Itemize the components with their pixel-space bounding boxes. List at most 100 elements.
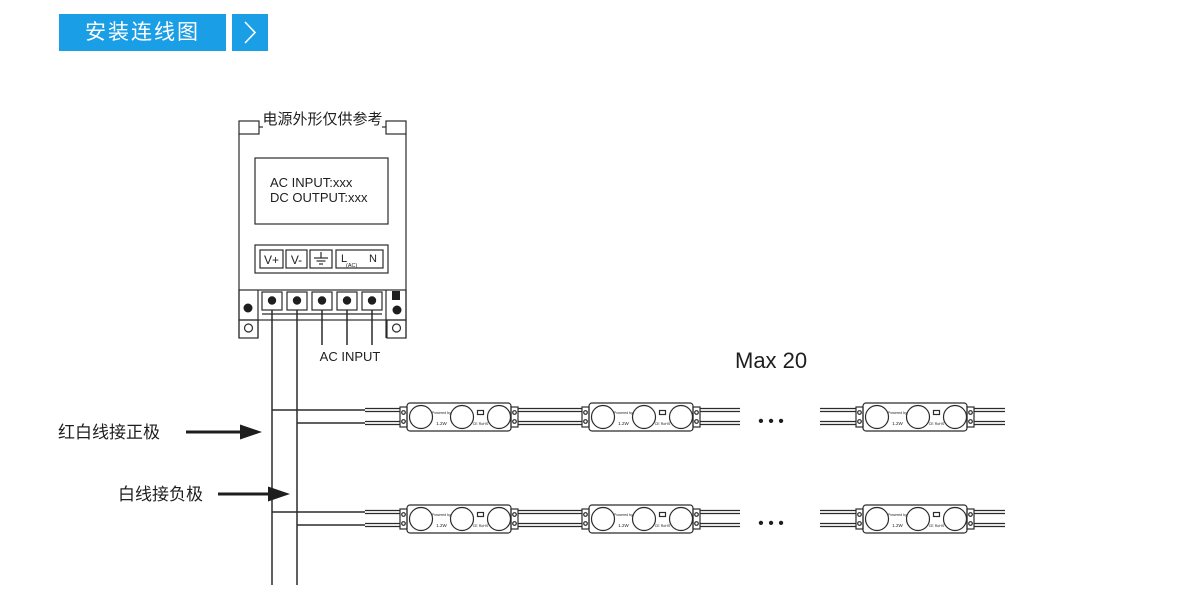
chevron-right-icon (232, 14, 268, 51)
led-module-end-cap (692, 406, 701, 428)
terminal-label-v-plus-box (259, 249, 284, 269)
led-module-body (862, 504, 968, 534)
led-module-pad (401, 521, 406, 526)
mounting-tab-left (238, 319, 259, 339)
led-module-pad (857, 521, 862, 526)
led-module-pad (512, 512, 517, 517)
max-modules-label: Max 20 (735, 348, 807, 373)
arrow-head (268, 486, 290, 502)
led-module-end-cap (399, 508, 408, 530)
more-modules-ellipsis: • • • (758, 413, 784, 430)
certification-mark-icon (658, 409, 667, 416)
led-lens (905, 404, 931, 430)
led-module-pad (401, 512, 406, 517)
led-module-cert-text: CE RoHS (655, 422, 671, 426)
led-module-pad (694, 419, 699, 424)
led-module-pad (694, 521, 699, 526)
led-module-pad (401, 419, 406, 424)
led-module-pad (583, 419, 588, 424)
led-module-pad (857, 419, 862, 424)
callout-positive-text: 红白线接正极 (58, 423, 160, 443)
terminal-screw (267, 296, 277, 305)
terminal-label-v-minus: V- (291, 253, 302, 267)
ac-input-label: AC INPUT (320, 349, 381, 364)
led-module-end-cap (581, 508, 590, 530)
led-module-pad (512, 419, 517, 424)
led-module-end-cap (855, 406, 864, 428)
led-module-pad (968, 512, 973, 517)
rating-ac-input-text: AC INPUT:xxx (270, 175, 353, 190)
power-supply: 电源外形仅供参考 AC INPUT:xxx DC OUTPUT:xxx V+ V… (238, 110, 407, 339)
section-title: 安装连线图 (59, 14, 226, 51)
certification-mark-icon (476, 409, 485, 416)
led-module-cert-text: CE RoHS (473, 422, 489, 426)
led-module-pad (857, 410, 862, 415)
led-module-cert-text: CE RoHS (929, 524, 945, 528)
ground-icon (314, 252, 328, 265)
led-lens (486, 404, 512, 430)
mount-screw (243, 303, 253, 313)
led-module-pad (583, 512, 588, 517)
terminal-label-ground-box (309, 249, 333, 269)
led-module-pad (968, 410, 973, 415)
certification-mark-icon (932, 409, 941, 416)
led-module-cert-text: CE RoHS (929, 422, 945, 426)
callout-negative-text: 白线接负极 (118, 485, 203, 505)
led-module-brand-text: Powered by (432, 411, 451, 415)
certification-mark-icon (476, 511, 485, 518)
led-lens (590, 404, 616, 430)
led-module-end-cap (692, 508, 701, 530)
ac-input-wires: AC INPUT (320, 310, 381, 364)
callout-positive: 红白线接正极 (58, 423, 262, 443)
led-lens (864, 506, 890, 532)
led-module-end-cap (510, 508, 519, 530)
terminal-label-ac: (AC) (346, 263, 357, 269)
led-module-power-text: 1.2W (436, 421, 447, 426)
led-module-power-text: 1.2W (892, 523, 903, 528)
terminal-label-ac-box (335, 249, 384, 269)
led-module-body (588, 402, 694, 432)
led-module-pad (694, 410, 699, 415)
arrow-right-icon (186, 424, 262, 440)
led-lens (942, 506, 968, 532)
led-module-brand-text: Powered by (614, 513, 633, 517)
led-lens (905, 506, 931, 532)
certification-mark-icon (658, 511, 667, 518)
led-module-power-text: 1.2W (892, 421, 903, 426)
led-module-pad (401, 410, 406, 415)
led-module-body (862, 402, 968, 432)
led-module-end-cap (855, 508, 864, 530)
power-supply-caption: 电源外形仅供参考 (262, 110, 382, 128)
led-lens (408, 404, 434, 430)
mounting-tab-right (386, 319, 407, 339)
led-lens (408, 506, 434, 532)
led-module-pad (583, 521, 588, 526)
rating-label-panel (254, 157, 389, 225)
terminal-screw (342, 296, 352, 305)
led-lens (942, 404, 968, 430)
housing-tab-left (238, 120, 260, 135)
led-module-end-cap (581, 406, 590, 428)
led-module-pad (694, 512, 699, 517)
led-module-body (406, 504, 512, 534)
led-module-power-text: 1.2W (618, 421, 629, 426)
led-module-pad (857, 512, 862, 517)
arrow-right-icon (218, 486, 290, 502)
led-lens (631, 404, 657, 430)
led-module-brand-text: Powered by (888, 513, 907, 517)
more-modules-ellipsis: • • • (758, 515, 784, 532)
dc-output-wires (271, 310, 365, 585)
led-module-brand-text: Powered by (432, 513, 451, 517)
housing-tab-right (385, 120, 407, 135)
led-module-pad (583, 410, 588, 415)
arrow-head (240, 424, 262, 440)
terminal-screw (317, 296, 327, 305)
led-module: Powered by 1.2W CE RoHS (399, 402, 519, 432)
callout-negative: 白线接负极 (118, 485, 290, 505)
terminal-label-v-plus: V+ (264, 253, 279, 267)
mounting-hole (243, 323, 254, 333)
